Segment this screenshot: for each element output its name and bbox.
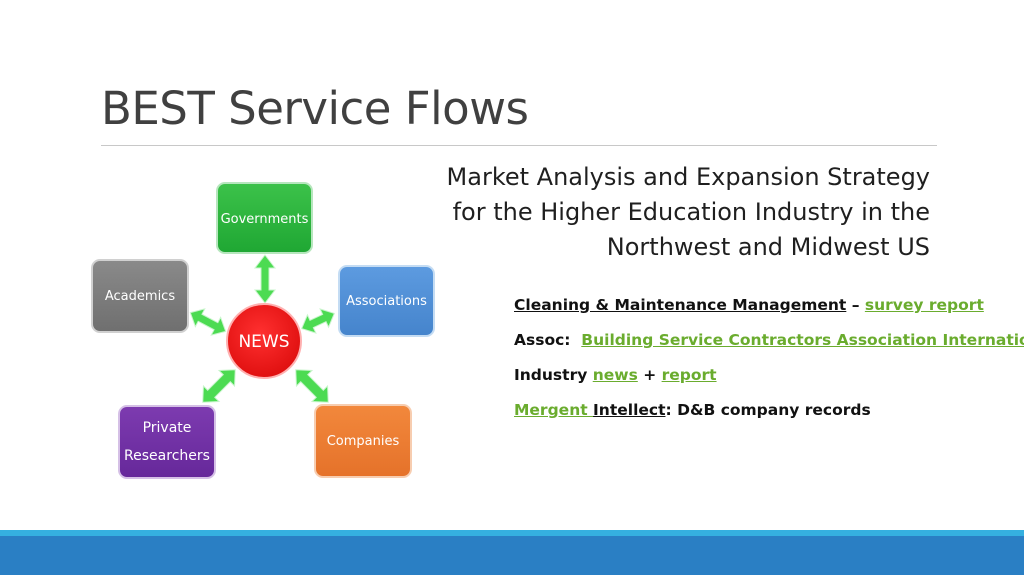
arrow-private-researchers	[202, 369, 236, 403]
arrow-companies	[295, 369, 329, 403]
bullet-list: Cleaning & Maintenance Management – surv…	[514, 293, 1024, 433]
bsca-international-link[interactable]: Building Service Contractors Association…	[581, 331, 1024, 349]
node-private-researchers: Private Researchers	[118, 405, 216, 479]
assoc-label: Assoc:	[514, 331, 582, 349]
node-governments: Governments	[216, 182, 313, 254]
node-news: NEWS	[226, 303, 302, 379]
subtitle-line-3: Northwest and Midwest US	[606, 233, 930, 261]
slide-title: BEST Service Flows	[101, 82, 529, 135]
intellect-link[interactable]: Intellect	[593, 401, 666, 419]
industry-label: Industry	[514, 366, 593, 384]
node-companies: Companies	[314, 404, 412, 478]
bullet-row-4: Mergent Intellect: D&B company records	[514, 398, 1024, 433]
arrow-governments	[253, 254, 277, 304]
title-divider	[101, 145, 937, 146]
cleaning-maintenance-link[interactable]: Cleaning & Maintenance Management	[514, 296, 847, 314]
bullet-row-3: Industry news + report	[514, 363, 1024, 398]
node-academics-label: Academics	[105, 289, 175, 304]
node-news-label: NEWS	[238, 332, 289, 352]
node-private-researchers-label-1: Private	[143, 420, 192, 436]
subtitle-line-2: for the Higher Education Industry in the	[452, 198, 930, 226]
industry-report-link[interactable]: report	[661, 366, 717, 384]
news-flow-diagram: Governments Academics Associations Priva…	[91, 182, 435, 479]
plus-separator: +	[637, 366, 662, 384]
node-associations-label: Associations	[346, 294, 427, 309]
node-governments-label: Governments	[221, 212, 309, 227]
node-private-researchers-label-2: Researchers	[124, 448, 210, 464]
slide-subtitle: Market Analysis and Expansion Strategy f…	[420, 160, 930, 265]
subtitle-line-1: Market Analysis and Expansion Strategy	[446, 163, 930, 191]
mergent-link[interactable]: Mergent	[514, 401, 594, 419]
footer-bar	[0, 536, 1024, 575]
dash-separator: –	[846, 296, 865, 314]
survey-report-link[interactable]: survey report	[864, 296, 984, 314]
arrow-associations	[301, 308, 335, 334]
bullet-row-2: Assoc: Building Service Contractors Asso…	[514, 328, 1024, 363]
bullet-row-1: Cleaning & Maintenance Management – surv…	[514, 293, 1024, 328]
industry-news-link[interactable]: news	[592, 366, 638, 384]
node-companies-label: Companies	[327, 434, 400, 449]
node-associations: Associations	[338, 265, 435, 337]
dnb-records-text: : D&B company records	[665, 401, 871, 419]
arrow-academics	[189, 308, 227, 336]
node-academics: Academics	[91, 259, 189, 333]
footer-accent-stripe	[0, 530, 1024, 536]
